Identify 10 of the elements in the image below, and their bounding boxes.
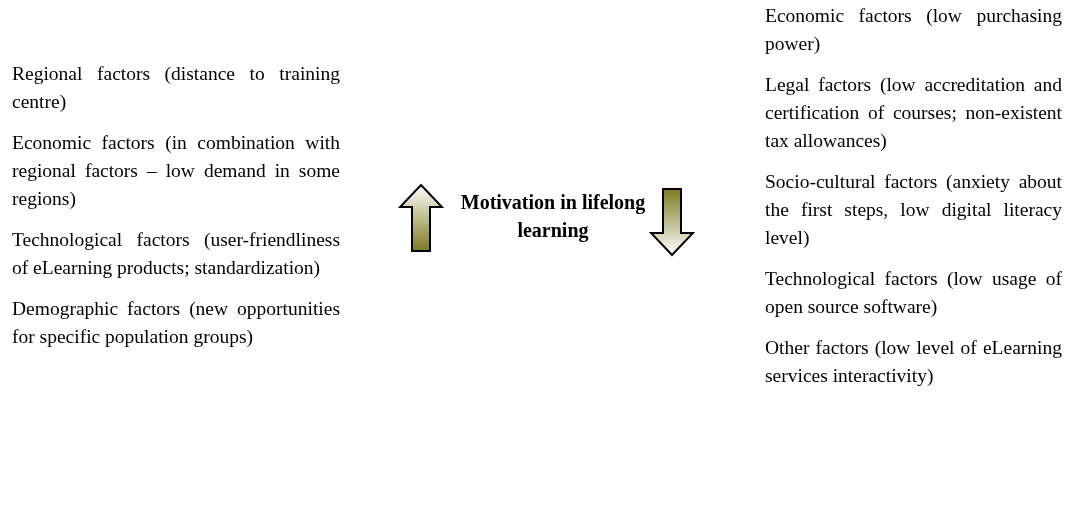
center-title: Motivation in lifelong learning	[459, 190, 647, 244]
factor-text: Economic factors (in combination with regional factors – low demand in some regions)	[12, 131, 340, 211]
factor-text: Legal factors (low accreditation and certification of courses; non-existent tax allowances)	[765, 73, 1062, 153]
factor-text: Other factors (low level of eLearning services interactivity)	[765, 336, 1062, 388]
factor-text: Regional factors (distance to training centre)	[12, 62, 340, 114]
factor-text: Technological factors (user-friendliness of eLearning products; standardization)	[12, 228, 340, 280]
factor-text: Technological factors (low usage of open source software)	[765, 267, 1062, 319]
factor-text: Demographic factors (new opportunities for specific population groups)	[12, 297, 340, 349]
factor-text: Socio-cultural factors (anxiety about the first steps, low digital literacy level)	[765, 170, 1062, 250]
factor-text: Economic factors (low purchasing power)	[765, 4, 1062, 56]
